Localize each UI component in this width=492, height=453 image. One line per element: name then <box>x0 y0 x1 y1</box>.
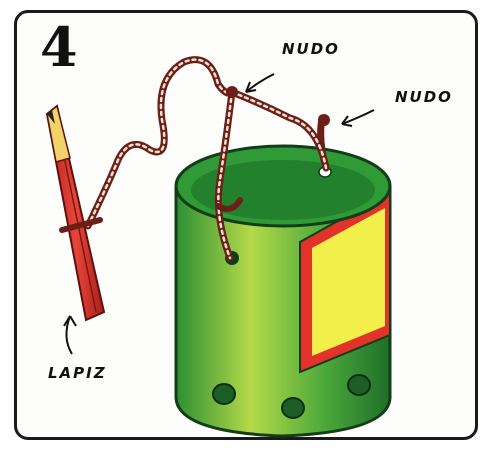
tin-can-icon <box>176 146 390 436</box>
knot-label-right: NUDO <box>395 88 453 106</box>
step-number: 4 <box>40 20 78 74</box>
knot-label-top: NUDO <box>282 40 340 58</box>
pencil-label: LAPIZ <box>48 364 107 382</box>
